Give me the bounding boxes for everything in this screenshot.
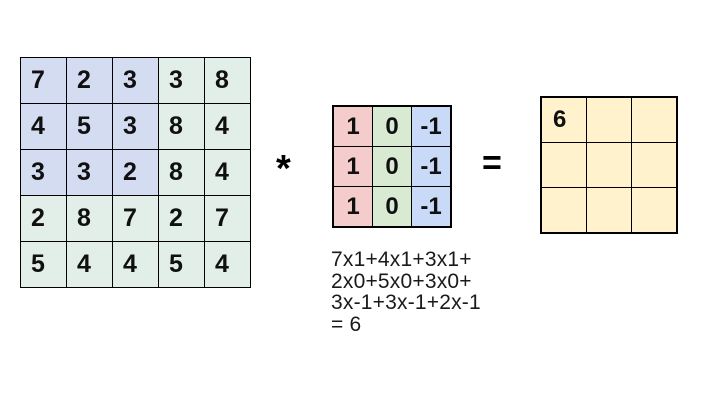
kernel-cell-r0c2: -1: [412, 107, 450, 146]
input-cell-r1c1: 5: [67, 104, 112, 149]
input-cell-r0c4: 8: [205, 58, 250, 103]
input-cell-r3c2: 7: [113, 196, 158, 241]
input-cell-r4c0: 5: [21, 242, 66, 287]
input-cell-r0c2: 3: [113, 58, 158, 103]
input-cell-r3c0: 2: [21, 196, 66, 241]
output-cell-r1c1: [587, 143, 631, 187]
input-cell-r0c1: 2: [67, 58, 112, 103]
input-cell-r1c3: 8: [159, 104, 204, 149]
kernel-cell-r1c1: 0: [373, 147, 411, 186]
input-cell-r2c4: 4: [205, 150, 250, 195]
input-cell-r4c2: 4: [113, 242, 158, 287]
input-cell-r2c1: 3: [67, 150, 112, 195]
multiply-operator: *: [276, 148, 291, 190]
calculation-line-1: 7x1+4x1+3x1+: [331, 248, 472, 271]
output-cell-r0c2: [632, 98, 676, 142]
kernel-cell-r2c1: 0: [373, 187, 411, 226]
input-matrix: 7 2 3 3 8 4 5 3 8 4 3 3 2 8 4 2 8 7 2 7 …: [20, 57, 251, 288]
input-cell-r1c2: 3: [113, 104, 158, 149]
output-cell-r1c2: [632, 143, 676, 187]
calculation-line-3: 3x-1+3x-1+2x-1: [331, 291, 481, 314]
calculation-line-2: 2x0+5x0+3x0+: [331, 269, 472, 293]
output-cell-r2c0: [542, 188, 586, 232]
input-cell-r4c4: 4: [205, 242, 250, 287]
kernel-cell-r0c1: 0: [373, 107, 411, 146]
input-cell-r2c0: 3: [21, 150, 66, 195]
input-cell-r4c3: 5: [159, 242, 204, 287]
kernel-cell-r1c0: 1: [334, 147, 372, 186]
output-cell-r1c0: [542, 143, 586, 187]
calculation-line-4: = 6: [331, 312, 362, 336]
kernel-cell-r1c2: -1: [412, 147, 450, 186]
input-cell-r3c4: 7: [205, 196, 250, 241]
input-cell-r4c1: 4: [67, 242, 112, 287]
output-cell-r2c2: [632, 188, 676, 232]
input-cell-r1c0: 4: [21, 104, 66, 149]
output-matrix: 6: [540, 96, 678, 234]
input-cell-r1c4: 4: [205, 104, 250, 149]
calculation-text: 7x1+4x1+3x1+ 2x0+5x0+3x0+ 3x-1+3x-1+2x-1…: [331, 249, 481, 335]
input-cell-r3c1: 8: [67, 196, 112, 241]
kernel-cell-r2c2: -1: [412, 187, 450, 226]
input-cell-r0c3: 3: [159, 58, 204, 103]
output-cell-r0c1: [587, 98, 631, 142]
kernel-cell-r2c0: 1: [334, 187, 372, 226]
kernel-cell-r0c0: 1: [334, 107, 372, 146]
input-cell-r2c3: 8: [159, 150, 204, 195]
input-cell-r2c2: 2: [113, 150, 158, 195]
input-cell-r3c3: 2: [159, 196, 204, 241]
output-cell-r2c1: [587, 188, 631, 232]
output-cell-r0c0: 6: [542, 98, 586, 142]
input-cell-r0c0: 7: [21, 58, 66, 103]
equals-operator: =: [482, 144, 502, 182]
kernel-matrix: 1 0 -1 1 0 -1 1 0 -1: [332, 105, 452, 228]
